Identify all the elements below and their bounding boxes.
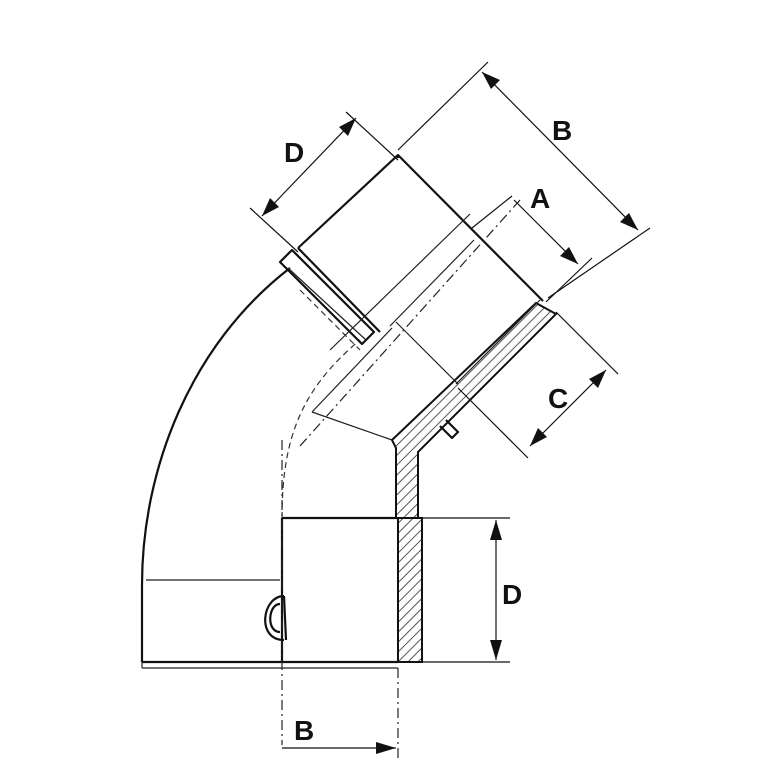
dimension-d-right: D — [422, 517, 522, 663]
label-b-upper: B — [552, 115, 572, 146]
elbow-body — [140, 267, 398, 669]
dimension-c: C — [457, 311, 619, 459]
upper-socket — [278, 153, 544, 385]
dimension-b-upper: B — [397, 61, 651, 299]
label-a: A — [530, 183, 550, 214]
section-wall — [390, 301, 558, 663]
dimension-d-upper: D — [249, 111, 399, 253]
center-lines — [281, 199, 521, 760]
label-d-upper: D — [284, 137, 304, 168]
label-b-lower: B — [294, 715, 314, 746]
label-d-right: D — [502, 579, 522, 610]
terminal-pin — [264, 594, 288, 642]
dimension-b-lower: B — [282, 715, 396, 754]
dimension-a: A — [471, 183, 593, 303]
label-c: C — [548, 383, 568, 414]
